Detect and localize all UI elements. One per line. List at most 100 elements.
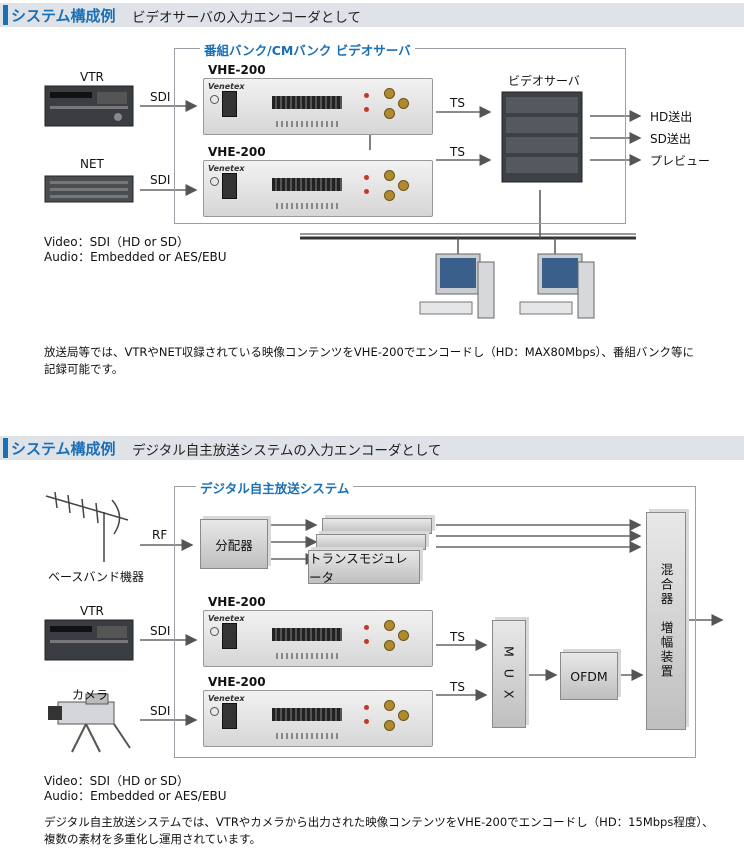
vtr-deck-icon: [44, 619, 134, 661]
bnc-connector-icon: [384, 170, 395, 181]
power-switch: [222, 703, 237, 729]
mux-label: M U X: [501, 645, 517, 703]
front-display: [272, 96, 342, 109]
pc-workstation-icon: [519, 253, 595, 319]
audio-note: Audio：Embedded or AES/EBU: [44, 789, 227, 803]
ts-label: TS: [450, 680, 465, 694]
header-accent-bar: [3, 5, 8, 25]
ts-label: TS: [450, 630, 465, 644]
section2-group-title: デジタル自主放送システム: [196, 478, 354, 497]
status-led: [364, 175, 369, 180]
camera-icon: [48, 693, 131, 753]
digital-broadcast-system-frame: [174, 486, 696, 758]
section1-header: システム構成例 ビデオサーバの入力エンコーダとして: [0, 3, 744, 27]
source-label-net: NET: [80, 157, 104, 171]
status-led: [364, 189, 369, 194]
ofdm-label: OFDM: [570, 668, 608, 684]
section1-group-title: 番組バンク/CMバンク ビデオサーバ: [200, 40, 415, 59]
bnc-connector-icon: [398, 630, 409, 641]
section2-header: システム構成例 デジタル自主放送システムの入力エンコーダとして: [0, 436, 744, 460]
vhe-200-encoder: VHE-200 Venetex: [203, 145, 433, 217]
ofdm-box: OFDM: [560, 652, 618, 700]
power-switch: [222, 91, 237, 117]
power-icon: [210, 627, 219, 636]
bnc-connector-icon: [398, 180, 409, 191]
signal-label: SDI: [150, 624, 171, 638]
source-label-vtr: VTR: [80, 604, 104, 618]
status-led: [364, 107, 369, 112]
section1-title: システム構成例: [11, 7, 116, 25]
encoder-brand: Venetex: [208, 82, 245, 91]
bnc-connector-icon: [384, 190, 395, 201]
encoder-model: VHE-200: [208, 675, 266, 689]
section1-description: 放送局等では、VTRやNET収録されている映像コンテンツをVHE-200でエンコ…: [44, 345, 694, 376]
encoder-brand: Venetex: [208, 694, 245, 703]
transmodulator-box-back: [322, 518, 432, 534]
mux-box: M U X: [492, 620, 526, 728]
signal-label: SDI: [150, 704, 171, 718]
vhe-200-encoder: VHE-200 Venetex: [203, 63, 433, 135]
splitter-label: 分配器: [215, 537, 253, 553]
pc-workstation-icon: [419, 253, 495, 319]
status-led: [364, 625, 369, 630]
network-rack-icon: [44, 175, 134, 203]
vhe-200-encoder: VHE-200 Venetex: [203, 675, 433, 747]
video-note: Video：SDI（HD or SD）: [44, 235, 190, 249]
status-led: [364, 639, 369, 644]
video-note: Video：SDI（HD or SD）: [44, 774, 190, 788]
signal-label: SDI: [150, 90, 171, 104]
vent-grille: [276, 733, 340, 739]
power-icon: [210, 95, 219, 104]
signal-label: SDI: [150, 173, 171, 187]
source-label-camera: カメラ: [72, 688, 109, 702]
output-hd: HD送出: [650, 110, 693, 124]
output-preview: プレビュー: [650, 154, 711, 168]
output-sd: SD送出: [650, 132, 691, 146]
status-led: [364, 93, 369, 98]
transmodulator-box-mid: [316, 534, 426, 550]
encoder-brand: Venetex: [208, 164, 245, 173]
header-accent-bar: [3, 438, 8, 458]
front-display: [272, 708, 342, 721]
signal-label: RF: [152, 528, 168, 542]
source-label-vtr: VTR: [80, 70, 104, 84]
video-server-rack-icon: [501, 91, 583, 183]
ts-label: TS: [450, 96, 465, 110]
audio-note: Audio：Embedded or AES/EBU: [44, 250, 227, 264]
bnc-connector-icon: [384, 640, 395, 651]
encoder-brand: Venetex: [208, 614, 245, 623]
bnc-connector-icon: [384, 720, 395, 731]
splitter-box: 分配器: [200, 519, 268, 569]
bnc-connector-icon: [398, 98, 409, 109]
status-led: [364, 705, 369, 710]
power-icon: [210, 177, 219, 186]
vhe-200-encoder: VHE-200 Venetex: [203, 595, 433, 667]
status-led: [364, 719, 369, 724]
source-label-baseband: ベースバンド機器: [48, 570, 145, 584]
front-display: [272, 178, 342, 191]
video-server-label: ビデオサーバ: [508, 74, 580, 88]
encoder-model: VHE-200: [208, 595, 266, 609]
section2-subtitle: デジタル自主放送システムの入力エンコーダとして: [132, 443, 442, 459]
section2-description: デジタル自主放送システムでは、VTRやカメラから出力された映像コンテンツをVHE…: [44, 815, 714, 846]
bnc-connector-icon: [384, 108, 395, 119]
vent-grille: [276, 653, 340, 659]
encoder-model: VHE-200: [208, 63, 266, 77]
vtr-deck-icon: [44, 85, 134, 127]
vent-grille: [276, 203, 340, 209]
bnc-connector-icon: [398, 710, 409, 721]
transmodulator-label: トランスモジュレータ: [309, 551, 408, 585]
power-icon: [210, 707, 219, 716]
encoder-model: VHE-200: [208, 145, 266, 159]
bnc-connector-icon: [384, 88, 395, 99]
section2-title: システム構成例: [11, 440, 116, 458]
mixer-amplifier-box: 混合器 増幅装置: [646, 512, 686, 730]
front-display: [272, 628, 342, 641]
antenna-icon: [45, 491, 129, 562]
transmodulator-box: トランスモジュレータ: [308, 550, 420, 585]
mixer-label: 混合器 増幅装置: [658, 563, 674, 679]
power-switch: [222, 623, 237, 649]
bnc-connector-icon: [384, 620, 395, 631]
section1-subtitle: ビデオサーバの入力エンコーダとして: [132, 10, 361, 26]
